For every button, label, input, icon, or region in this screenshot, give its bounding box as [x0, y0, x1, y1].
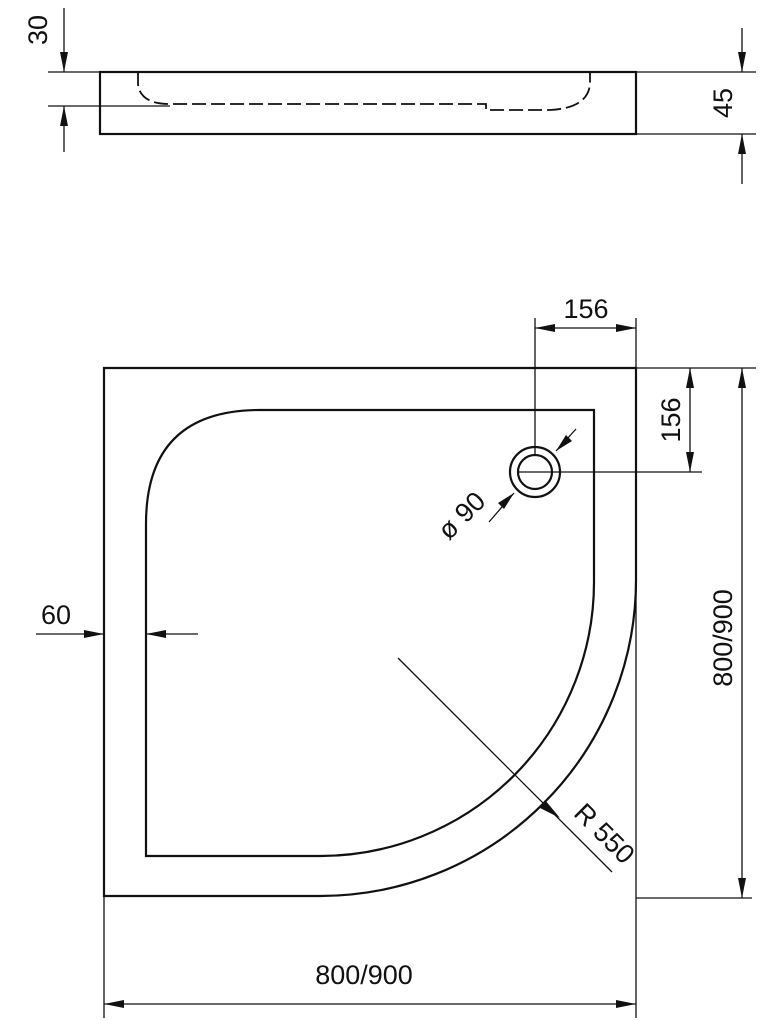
- depth-overall-label: 800/900: [708, 589, 738, 687]
- basin-outline: [144, 408, 596, 858]
- side-view: 30 45: [23, 8, 756, 184]
- radius-dimension: R 550: [397, 657, 640, 873]
- height-label: 45: [708, 88, 738, 118]
- drain: [508, 318, 702, 499]
- depth-label: 30: [23, 15, 53, 45]
- drain-offset-x-label: 156: [563, 294, 608, 324]
- drain-offset-y-label: 156: [656, 397, 686, 442]
- depth-overall-dimension: 800/900: [636, 368, 752, 899]
- side-view-outline: [98, 70, 638, 136]
- drain-diameter-label: ø 90: [432, 486, 491, 545]
- top-view: 156 156 ø 90 60: [36, 294, 756, 1018]
- rim-width-label: 60: [41, 600, 71, 630]
- side-view-basin-hidden-line: [137, 72, 591, 111]
- radius-label: R 550: [568, 798, 640, 870]
- width-overall-label: 800/900: [315, 960, 413, 990]
- rim-width-dimension: 60: [36, 600, 198, 638]
- drain-offset-y-dimension: 156: [636, 367, 756, 472]
- width-overall-dimension: 800/900: [103, 580, 637, 1018]
- depth-dimension: 30: [23, 8, 170, 152]
- drain-offset-x-dimension: 156: [535, 294, 637, 368]
- height-dimension: 45: [636, 28, 756, 184]
